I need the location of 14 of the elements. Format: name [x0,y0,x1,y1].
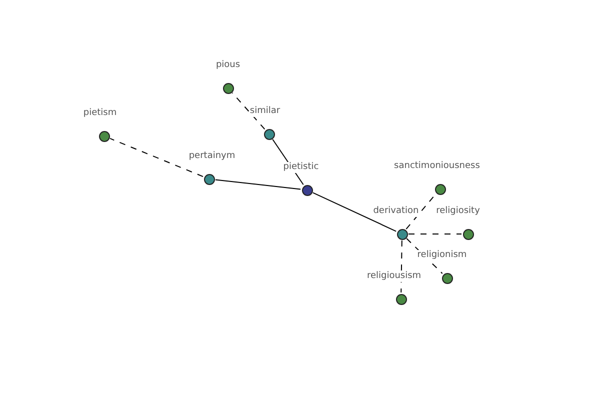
node-label: derivation [372,206,420,216]
connector-line [214,179,302,190]
node-label: religionism [416,250,468,260]
node-label: religiousism [366,270,422,282]
node-label: pietistic [282,162,320,172]
node-label: pietism [82,108,118,118]
node-label: similar [248,106,282,116]
node-label: religiosity [435,206,481,216]
node-label: pertainym [188,150,236,162]
dashed-line [400,240,402,293]
node-label: sanctimoniousness [393,160,481,172]
dashed-line [110,138,204,178]
node-label: pious [214,60,242,70]
connector-line [312,192,397,232]
